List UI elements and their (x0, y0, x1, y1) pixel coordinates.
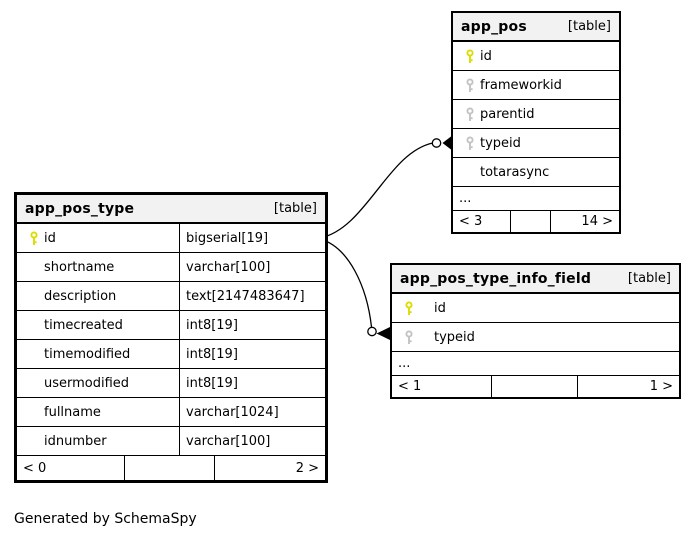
column-name: timemodified (44, 346, 131, 362)
table-header[interactable]: app_pos_type [table] (17, 195, 325, 224)
table-badge: [table] (627, 271, 671, 286)
table-app_pos_type[interactable]: app_pos_type [table] id bigserial[19] sh… (14, 192, 328, 483)
column-row-idnumber: idnumber varchar[100] (17, 427, 325, 456)
table-pagination: < 1 1 > (392, 376, 679, 397)
column-row-shortname: shortname varchar[100] (17, 253, 325, 282)
pagination-spacer (511, 211, 551, 232)
column-type: int8[19] (186, 375, 238, 391)
column-name: typeid (434, 329, 475, 345)
table-badge: [table] (273, 201, 317, 216)
table-name[interactable]: app_pos_type_info_field (400, 270, 592, 287)
generated-by-note: Generated by SchemaSpy (14, 511, 197, 527)
table-header[interactable]: app_pos [table] (453, 13, 619, 42)
relationship-edge-app_pos_type_info_field (319, 238, 373, 328)
related-count-in: < 3 (453, 211, 511, 232)
column-name: typeid (480, 135, 521, 151)
pagination-spacer (125, 456, 215, 480)
foreign-key-icon (466, 135, 474, 150)
column-name: id (44, 230, 56, 246)
column-type: varchar[100] (186, 259, 271, 275)
column-row-typeid: typeid (392, 323, 679, 352)
column-name: timecreated (44, 317, 123, 333)
column-type: text[2147483647] (186, 288, 305, 304)
primary-key-icon (466, 48, 474, 63)
column-row-parentid: parentid (453, 100, 619, 129)
column-type: int8[19] (186, 346, 238, 362)
column-row-typeid: typeid (453, 129, 619, 158)
related-count-in: < 1 (392, 376, 492, 397)
column-name: idnumber (44, 433, 107, 449)
crow-arrowhead-icon (376, 327, 390, 340)
related-count-out: 14 > (581, 214, 613, 229)
column-row-id: id bigserial[19] (17, 224, 325, 253)
column-type: int8[19] (186, 317, 238, 333)
cardinality-circle-icon (431, 138, 442, 148)
column-type: bigserial[19] (186, 230, 269, 246)
column-type: varchar[100] (186, 433, 271, 449)
more-columns-ellipsis: ... (392, 352, 679, 376)
column-name: shortname (44, 259, 115, 275)
table-header[interactable]: app_pos_type_info_field [table] (392, 265, 679, 294)
table-app_pos[interactable]: app_pos [table] id frameworkid parentid (451, 11, 621, 234)
column-row-fullname: fullname varchar[1024] (17, 398, 325, 427)
column-name: fullname (44, 404, 101, 420)
table-pagination: < 0 2 > (17, 456, 325, 480)
table-pagination: < 3 14 > (453, 211, 619, 232)
foreign-key-icon (466, 77, 474, 92)
column-name: id (434, 300, 446, 316)
table-name[interactable]: app_pos (461, 18, 527, 35)
foreign-key-icon (466, 106, 474, 121)
column-name: parentid (480, 106, 535, 122)
column-type: varchar[1024] (186, 404, 279, 420)
related-count-in: < 0 (17, 456, 125, 480)
primary-key-icon (30, 230, 38, 245)
column-row-totarasync: totarasync (453, 158, 619, 187)
column-row-frameworkid: frameworkid (453, 71, 619, 100)
crow-arrowhead-icon (442, 136, 451, 150)
column-name: id (480, 48, 492, 64)
column-row-timecreated: timecreated int8[19] (17, 311, 325, 340)
relationship-edge-app_pos (319, 142, 434, 239)
column-name: usermodified (44, 375, 130, 391)
table-name[interactable]: app_pos_type (25, 200, 135, 217)
related-count-out: 2 > (295, 460, 319, 476)
column-row-usermodified: usermodified int8[19] (17, 369, 325, 398)
table-badge: [table] (567, 19, 611, 34)
column-name: frameworkid (480, 77, 562, 93)
column-row-id: id (392, 294, 679, 323)
column-row-id: id (453, 42, 619, 71)
more-columns-ellipsis: ... (453, 187, 619, 211)
primary-key-icon (405, 300, 413, 315)
column-name: description (44, 288, 117, 304)
column-row-description: description text[2147483647] (17, 282, 325, 311)
cardinality-circle-icon (367, 326, 377, 337)
pagination-spacer (492, 376, 578, 397)
related-count-out: 1 > (649, 379, 673, 394)
table-app_pos_type_info_field[interactable]: app_pos_type_info_field [table] id typei… (390, 263, 681, 399)
column-row-timemodified: timemodified int8[19] (17, 340, 325, 369)
column-name: totarasync (480, 164, 550, 180)
foreign-key-icon (405, 329, 413, 344)
